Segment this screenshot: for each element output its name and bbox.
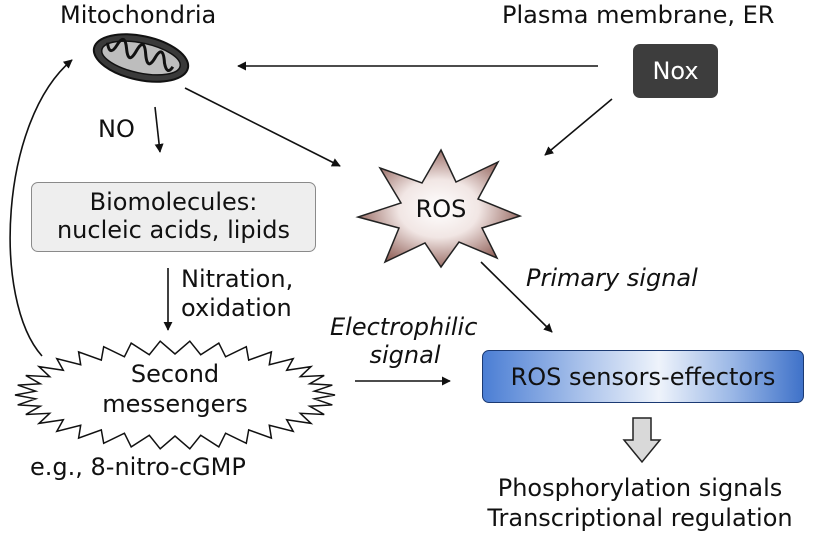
second-messengers-line1: Second [130,360,220,388]
arrow-nox-to-ros [544,98,613,156]
mitochondria-icon [92,33,190,83]
ros-label: ROS [415,195,467,223]
transcription-label: Transcriptional regulation [487,504,793,532]
phosphorylation-label: Phosphorylation signals [497,474,783,502]
nitration-line1: Nitration, [181,265,294,293]
no-label: NO [98,115,135,143]
mitochondria-label: Mitochondria [60,1,217,29]
arrow-ros-to-sensors [480,261,553,333]
nitration-line2: oxidation [181,294,292,322]
electrophilic-line2: signal [369,341,441,369]
second-messengers-line2: messengers [102,390,248,418]
arrow-mitochondria-to-ros [184,87,341,167]
nox-box: Nox [633,44,718,98]
nox-label: Nox [652,57,699,85]
block-arrow-down [622,417,662,464]
ros-sensors-effectors-box: ROS sensors-effectors [482,350,804,403]
biomolecules-box: Biomolecules: nucleic acids, lipids [31,182,316,252]
arrow-no-down [154,106,164,153]
arrow-second-messengers-to-mitochondria [9,59,73,357]
second-messengers-burst [14,340,336,450]
electrophilic-line1: Electrophilic [330,313,478,341]
plasma-membrane-label: Plasma membrane, ER [502,1,775,29]
ros-burst-icon [355,148,523,269]
primary-signal-label: Primary signal [526,264,698,292]
biomolecules-line1: Biomolecules: [89,188,258,217]
biomolecules-line2: nucleic acids, lipids [56,216,291,244]
example-label: e.g., 8-nitro-cGMP [30,453,246,481]
ros-sensors-effectors-label: ROS sensors-effectors [510,362,776,391]
